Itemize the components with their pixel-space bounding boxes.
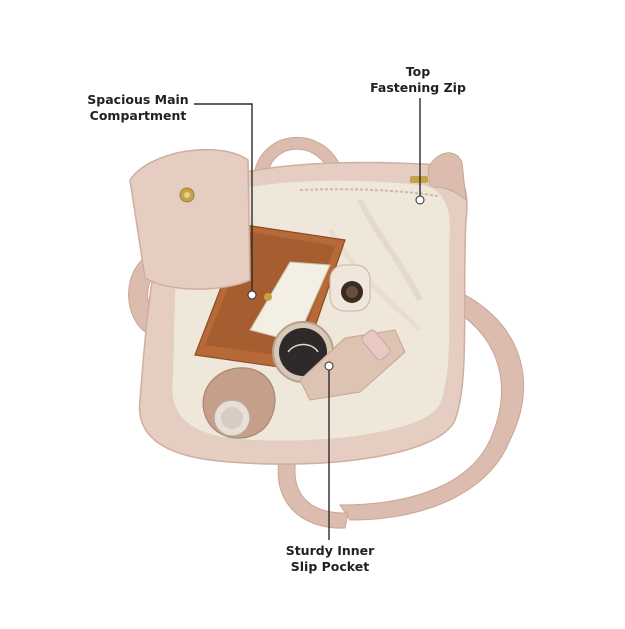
callout-zip-line1: Top	[405, 64, 431, 79]
magnetic-flap	[129, 148, 251, 290]
callout-top-zip: Top Fastening Zip	[362, 64, 474, 96]
callout-main-line2: Compartment	[89, 108, 187, 123]
callout-pocket-line1: Sturdy Inner	[285, 543, 375, 558]
callout-pocket-line2: Slip Pocket	[290, 559, 370, 574]
callout-inner-pocket: Sturdy Inner Slip Pocket	[272, 543, 388, 575]
bottom-strap	[277, 454, 349, 529]
callout-main-compartment: Spacious Main Compartment	[80, 92, 196, 124]
zipper	[299, 188, 439, 197]
callout-line-main	[194, 103, 253, 295]
zip-pull	[410, 176, 428, 183]
callout-main-line1: Spacious Main	[87, 92, 189, 107]
lipstick	[361, 329, 391, 361]
zip-end-tab	[427, 152, 467, 202]
water-bottle	[202, 367, 276, 439]
callout-zip-line2: Fastening Zip	[370, 80, 466, 95]
shoulder-strap-right	[339, 289, 525, 521]
cosmetic-jar	[329, 264, 371, 312]
